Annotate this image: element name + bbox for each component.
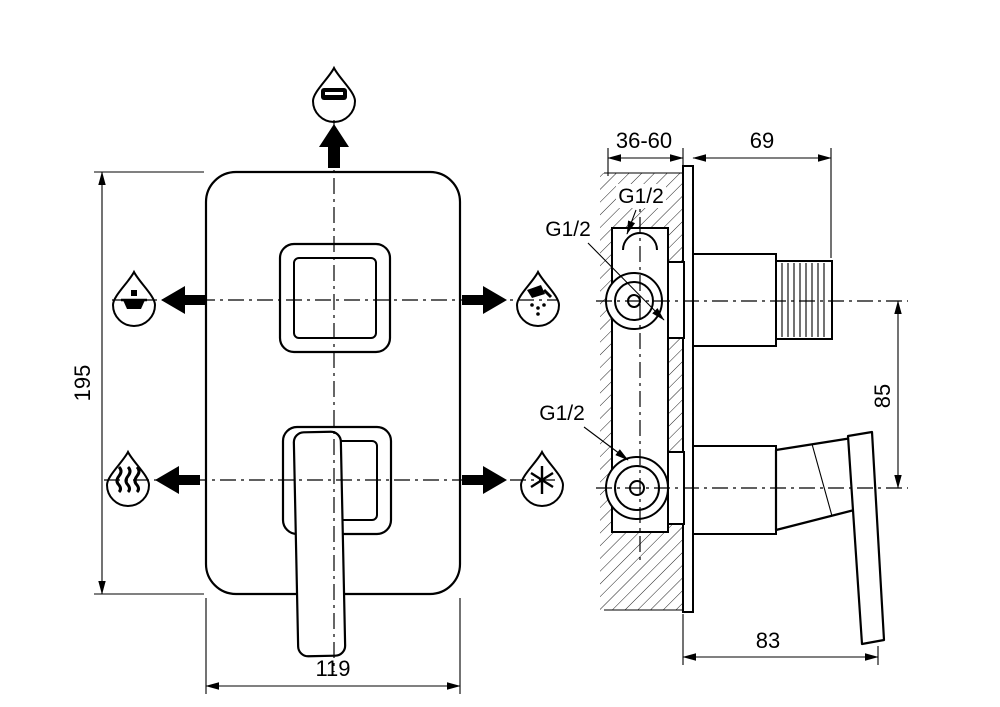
handle-reach-dimension: 83 xyxy=(682,614,879,665)
svg-text:G1/2: G1/2 xyxy=(545,218,591,241)
mounting-plate xyxy=(682,165,694,613)
front-view: 195 119 xyxy=(70,65,565,694)
cold-water-drop-icon xyxy=(519,449,565,507)
thread-label-top: G1/2 xyxy=(616,184,666,235)
thread-label-lower: G1/2 xyxy=(539,402,629,461)
svg-text:G1/2: G1/2 xyxy=(539,402,585,425)
top-outlet xyxy=(692,253,833,347)
overhead-outlet-drop-icon xyxy=(311,65,357,123)
threaded-nipple xyxy=(775,260,833,340)
port-spacing-label: 85 xyxy=(870,384,895,408)
bath-spout-drop-icon xyxy=(111,269,157,327)
thread-label-upper: G1/2 xyxy=(545,218,665,321)
reach-label: 69 xyxy=(750,128,774,153)
front-width-dimension: 119 xyxy=(205,598,461,694)
diverter-button xyxy=(278,242,392,354)
side-view: G1/2 G1/2 G1/2 36-60 69 85 xyxy=(539,128,908,665)
bottom-outlet-handle xyxy=(692,430,886,646)
reach-dimension: 69 xyxy=(692,128,832,258)
hand-shower-drop-icon xyxy=(515,269,561,327)
right-top-flow-arrow-icon xyxy=(462,286,507,314)
svg-text:G1/2: G1/2 xyxy=(618,185,664,208)
up-flow-arrow-icon xyxy=(319,124,349,168)
front-height-dimension: 195 xyxy=(70,171,204,595)
handle-reach-label: 83 xyxy=(756,628,780,653)
wall-depth-label: 36-60 xyxy=(616,128,672,153)
handle-grip xyxy=(846,430,886,646)
port-spacing-dimension: 85 xyxy=(870,300,902,489)
front-width-label: 119 xyxy=(315,656,350,681)
front-height-label: 195 xyxy=(70,365,95,402)
hot-water-drop-icon xyxy=(105,449,151,507)
wall-depth-dimension: 36-60 xyxy=(607,128,684,176)
control-lever xyxy=(292,430,347,658)
